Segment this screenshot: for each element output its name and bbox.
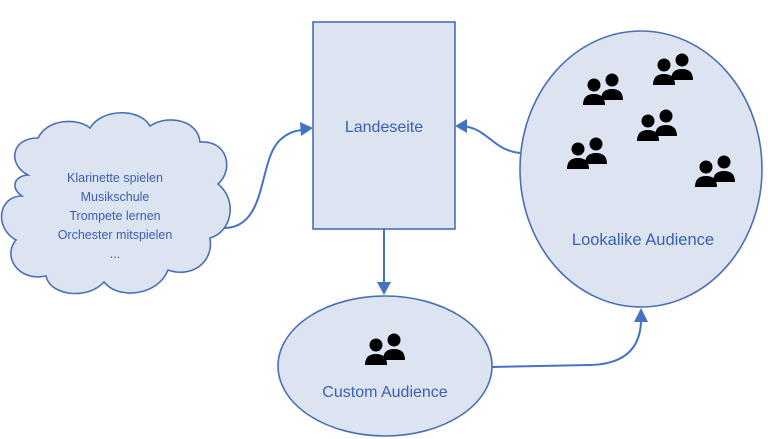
cloud-to-landing-connector — [223, 129, 307, 229]
lookalike-audience-label: Lookalike Audience — [572, 231, 714, 249]
keyword-cloud — [0, 111, 231, 295]
custom-to-lookalike-connector — [491, 321, 642, 368]
cloud-line-3: Trompete lernen — [69, 209, 160, 223]
custom-to-lookalike-arrowhead — [634, 308, 648, 322]
landing-page-box — [312, 21, 456, 230]
landing-page-label: Landeseite — [345, 119, 423, 136]
cloud-line-1: Klarinette spielen — [67, 171, 163, 185]
cloud-line-4: Orchester mitspielen — [58, 228, 173, 242]
custom-audience-ellipse — [277, 295, 493, 437]
cloud-line-5: ... — [110, 247, 120, 261]
cloud-line-2: Musikschule — [81, 190, 150, 204]
custom-audience-label: Custom Audience — [322, 384, 448, 401]
lookalike-to-landing-connector — [461, 125, 521, 154]
cloud-to-landing-arrowhead — [300, 122, 313, 136]
lookalike-to-landing-arrowhead — [455, 119, 467, 133]
landing-to-custom-arrowhead — [377, 282, 391, 295]
lookalike-audience-ellipse — [519, 30, 763, 308]
